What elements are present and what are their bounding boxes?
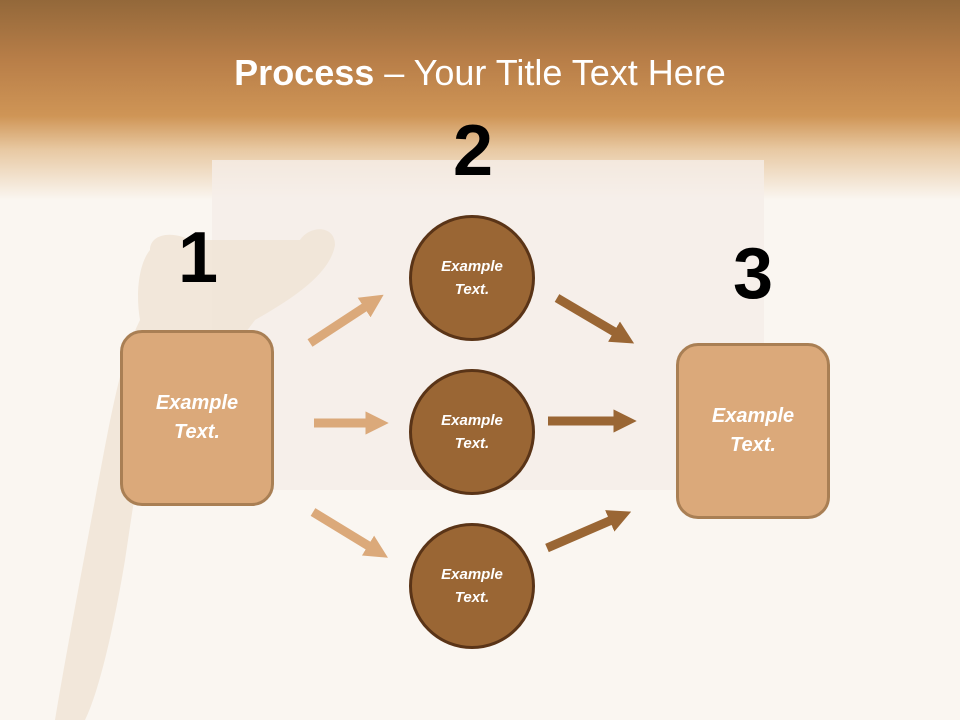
arrow-bottom-to-3 [545,510,632,553]
step-1-text: Example Text. [155,392,239,443]
step-number-1: 1 [177,218,219,298]
arrow-1-to-bottom [310,508,388,558]
step-3-box: Example Text. [676,343,830,519]
step-2-middle-text: Example Text. [441,412,503,452]
step-2-circle-middle: Example Text. [409,369,535,495]
arrow-top-to-3 [554,294,635,344]
step-number-3: 3 [732,234,774,314]
step-number-2: 2 [452,111,494,191]
title-rest: – Your Title Text Here [374,52,726,93]
step-2-bottom-text: Example Text. [441,566,503,606]
step-1-box: Example Text. [120,330,274,506]
slide-title: Process – Your Title Text Here [0,52,960,94]
step-2-circle-top: Example Text. [409,215,535,341]
arrow-1-to-top [307,294,384,347]
title-bold: Process [234,52,375,93]
step-3-text: Example Text. [711,405,795,456]
step-2-top-text: Example Text. [441,258,503,298]
step-2-circle-bottom: Example Text. [409,523,535,649]
